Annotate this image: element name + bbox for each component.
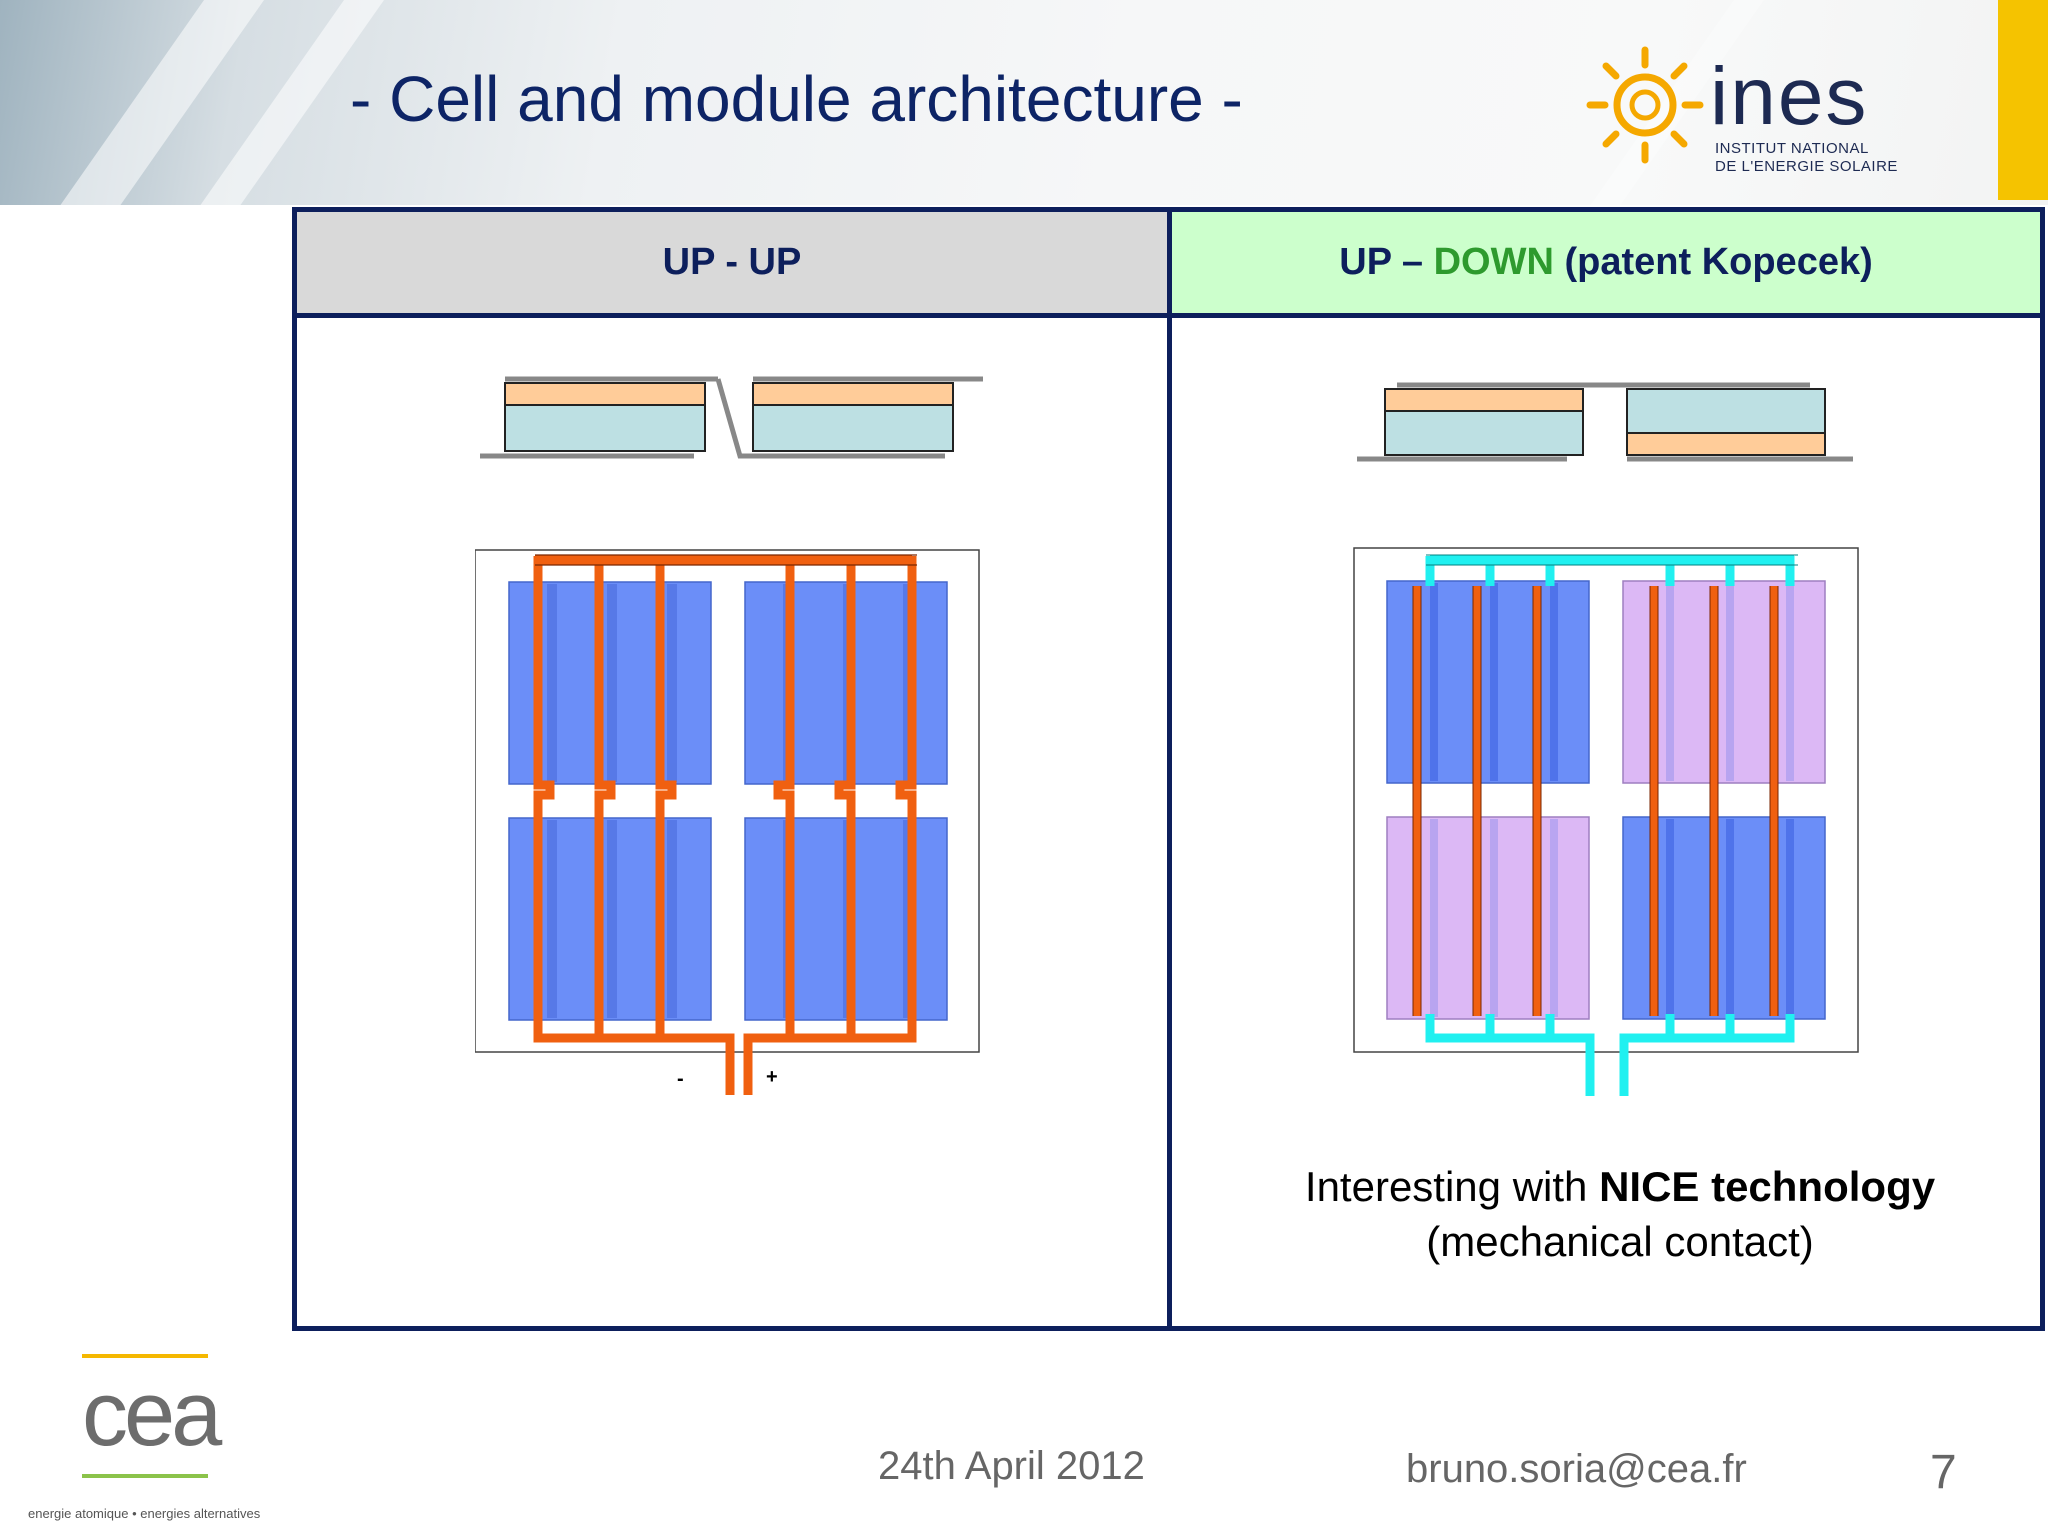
cea-logo-icon bbox=[82, 1354, 208, 1478]
header-cell-up-up: UP - UP bbox=[297, 212, 1167, 313]
up-up-cross-section bbox=[480, 376, 983, 459]
cell-base-layer bbox=[504, 404, 706, 452]
caption-prefix: Interesting with bbox=[1304, 1163, 1600, 1210]
cell-base-layer bbox=[1384, 410, 1584, 456]
footer-email: bruno.soria@cea.fr bbox=[1406, 1447, 1747, 1491]
page-number: 7 bbox=[1930, 1446, 1957, 1499]
cell-base-layer bbox=[752, 404, 954, 452]
header-up-down-down-word: DOWN bbox=[1433, 241, 1554, 283]
header-up-down-part1: UP – bbox=[1339, 241, 1434, 283]
header-band bbox=[0, 0, 2048, 205]
ines-logo: ines INSTITUT NATIONAL DE L'ENERGIE SOLA… bbox=[1580, 40, 1940, 180]
output-ribbon-right bbox=[1619, 1014, 1795, 1096]
accent-bar bbox=[1998, 0, 2048, 200]
slide-title: - Cell and module architecture - bbox=[350, 63, 1243, 135]
cea-logo: cea bbox=[20, 1348, 280, 1523]
string-ribbon bbox=[743, 556, 917, 1095]
cell-emitter-layer bbox=[504, 382, 706, 406]
string-ribbon bbox=[533, 556, 735, 1095]
column-divider bbox=[1167, 212, 1172, 1326]
interconnect-ribbon bbox=[715, 378, 945, 459]
ines-wordmark: ines bbox=[1710, 51, 1869, 142]
caption-line1: Interesting with NICE technology bbox=[1240, 1160, 2000, 1215]
ines-subtitle-line1: INSTITUT NATIONAL bbox=[1715, 140, 1869, 157]
string-ribbon bbox=[655, 556, 677, 1038]
cea-tagline: energie atomique • energies alternatives bbox=[28, 1506, 261, 1521]
string-ribbon bbox=[773, 556, 795, 1038]
minus-terminal-label: - bbox=[677, 1068, 684, 1090]
cell-base-layer bbox=[1626, 388, 1826, 434]
comparison-table: UP - UP UP – DOWN (patent Kopecek) bbox=[292, 207, 2045, 1331]
up-down-cross-section bbox=[1357, 382, 1853, 462]
up-up-module-diagram bbox=[475, 549, 980, 1095]
cell-emitter-layer bbox=[752, 382, 954, 406]
output-ribbon-left bbox=[1425, 1014, 1595, 1096]
cell-emitter-layer bbox=[1384, 388, 1584, 412]
sun-icon bbox=[1586, 46, 1704, 164]
caption-line2: (mechanical contact) bbox=[1426, 1217, 1814, 1265]
footer-date: 24th April 2012 bbox=[878, 1444, 1145, 1488]
ines-subtitle-line2: DE L'ENERGIE SOLAIRE bbox=[1715, 158, 1898, 175]
string-ribbon bbox=[834, 556, 856, 1038]
header-divider bbox=[297, 313, 2040, 318]
caption-bold: NICE technology bbox=[1599, 1163, 1936, 1210]
plus-terminal-label: + bbox=[766, 1066, 778, 1088]
nice-technology-caption: Interesting with NICE technology (mechan… bbox=[1240, 1160, 2000, 1269]
cell-emitter-layer bbox=[1626, 432, 1826, 456]
up-down-module-diagram bbox=[1353, 547, 1859, 1096]
header-up-down-text: UP – DOWN (patent Kopecek) bbox=[1339, 241, 1873, 284]
header-up-up-text: UP - UP bbox=[662, 241, 802, 283]
header-cell-up-down: UP – DOWN (patent Kopecek) bbox=[1172, 212, 2040, 313]
header-up-down-part3: (patent Kopecek) bbox=[1553, 241, 1873, 283]
cea-wordmark: cea bbox=[82, 1363, 222, 1465]
string-ribbon bbox=[594, 556, 616, 1038]
